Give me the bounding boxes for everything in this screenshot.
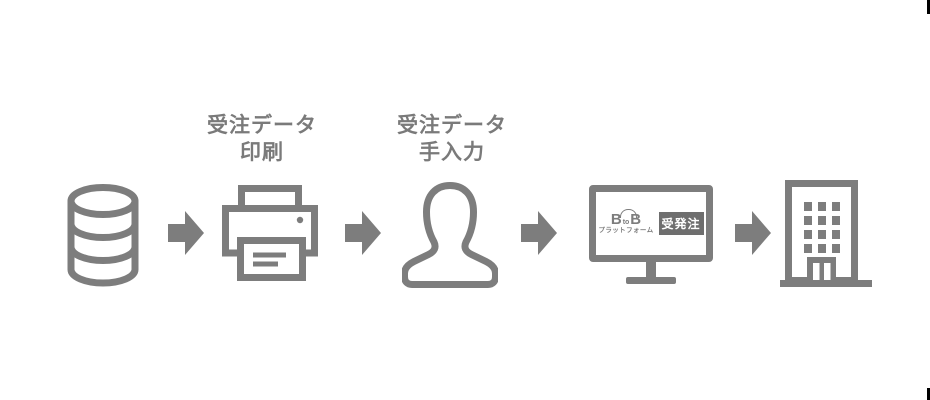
manual-input-step-label: 受注データ 手入力 [372, 112, 532, 166]
corner-mark-top-right [927, 0, 930, 14]
arrow-right-icon [168, 211, 204, 255]
database-icon [67, 184, 139, 287]
person-icon [402, 182, 498, 288]
monitor-stand-post [646, 262, 656, 278]
printer-icon [222, 185, 318, 281]
btob-logo-b-right: B [630, 211, 642, 229]
print-step-label-line1: 受注データ [207, 114, 317, 137]
juhatchu-badge: 受発注 [658, 212, 704, 235]
manual-input-step-label-line1: 受注データ [397, 114, 507, 137]
arrow-right-icon [521, 211, 557, 255]
btob-logo-to: to [622, 219, 630, 227]
btob-logo-b-left: B [610, 211, 622, 229]
arrow-right-icon [735, 211, 771, 255]
corner-mark-bottom-right [927, 388, 930, 400]
btob-logo-subtitle: プラットフォーム [598, 227, 654, 235]
arrow-right-icon [345, 211, 381, 255]
print-step-label: 受注データ 印刷 [182, 112, 342, 166]
building-icon [780, 180, 872, 287]
monitor-stand-base [626, 277, 676, 284]
btob-logo-arc [619, 209, 637, 219]
manual-input-step-label-line2: 手入力 [419, 141, 485, 164]
print-step-label-line2: 印刷 [240, 141, 284, 164]
